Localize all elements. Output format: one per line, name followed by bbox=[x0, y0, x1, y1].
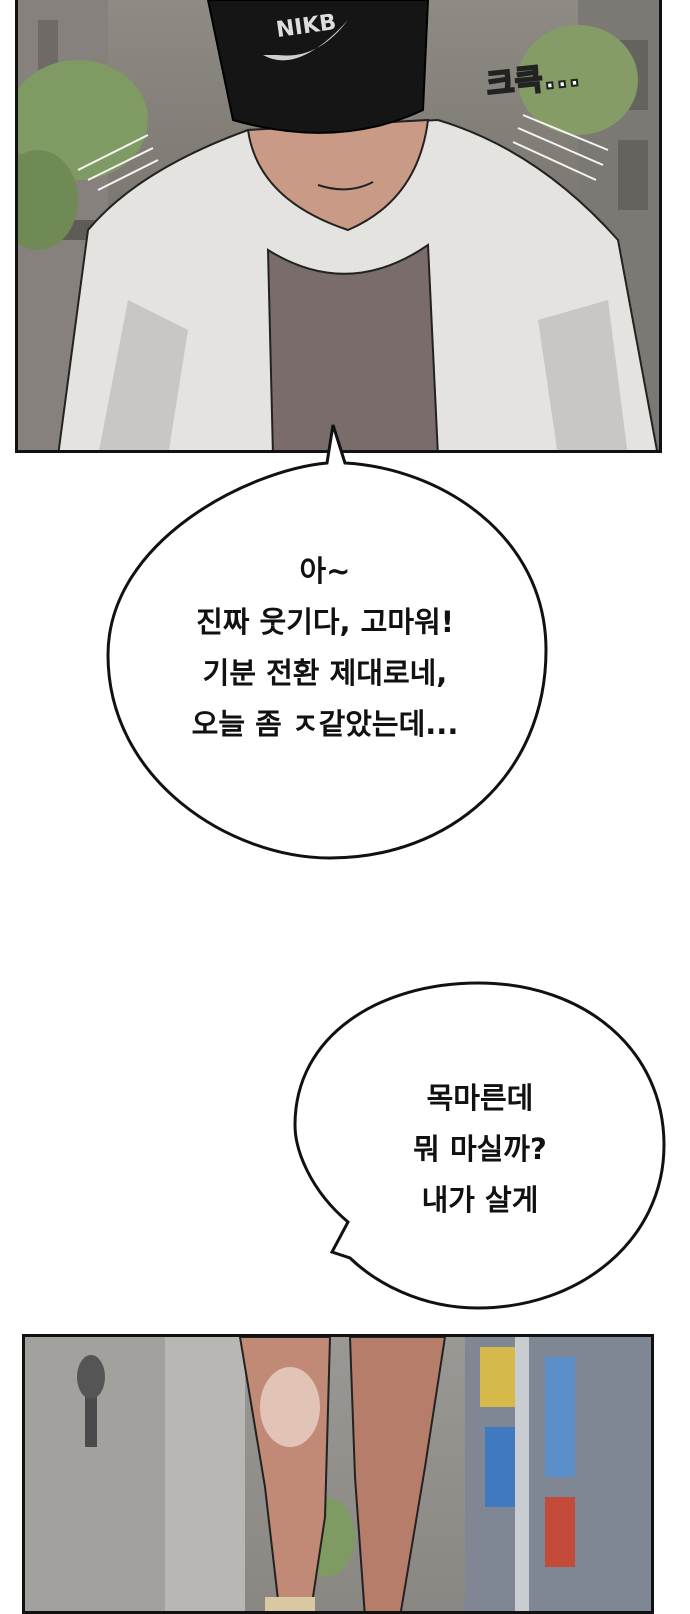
right-leg bbox=[348, 1337, 447, 1611]
bubble1-line-3: 기분 전환 제대로네, bbox=[202, 656, 448, 690]
bubble2-line-1: 목마른데 bbox=[426, 1081, 534, 1115]
bottom-comic-panel bbox=[22, 1334, 654, 1614]
bubble1-line-4: 오늘 좀 ㅈ같았는데... bbox=[191, 707, 459, 741]
tremble-lines-left bbox=[77, 134, 159, 191]
black-cap bbox=[206, 0, 430, 134]
tree-foliage-left bbox=[18, 60, 148, 180]
top-comic-panel: NIKB 크큭... bbox=[15, 0, 662, 453]
bubble2-line-2: 뭐 마실까? bbox=[413, 1132, 547, 1166]
face bbox=[246, 118, 430, 232]
cap-logo-swoosh bbox=[263, 20, 348, 61]
bubble1-line-2: 진짜 웃기다, 고마워! bbox=[196, 605, 454, 639]
bubble1-line-1: 아~ bbox=[299, 554, 351, 588]
tree-foliage-right bbox=[518, 25, 638, 135]
speech-bubble-2-text: 목마른데 뭐 마실까? 내가 살게 bbox=[330, 1073, 630, 1226]
speech-bubble-1-text: 아~ 진짜 웃기다, 고마워! 기분 전환 제대로네, 오늘 좀 ㅈ같았는데..… bbox=[125, 546, 525, 750]
top-panel-illustration bbox=[18, 0, 659, 450]
bubble2-line-3: 내가 살게 bbox=[421, 1183, 539, 1217]
tremble-lines-right bbox=[512, 114, 609, 181]
bottom-panel-illustration bbox=[25, 1337, 651, 1611]
smile bbox=[317, 181, 374, 191]
grey-tshirt bbox=[266, 243, 439, 450]
